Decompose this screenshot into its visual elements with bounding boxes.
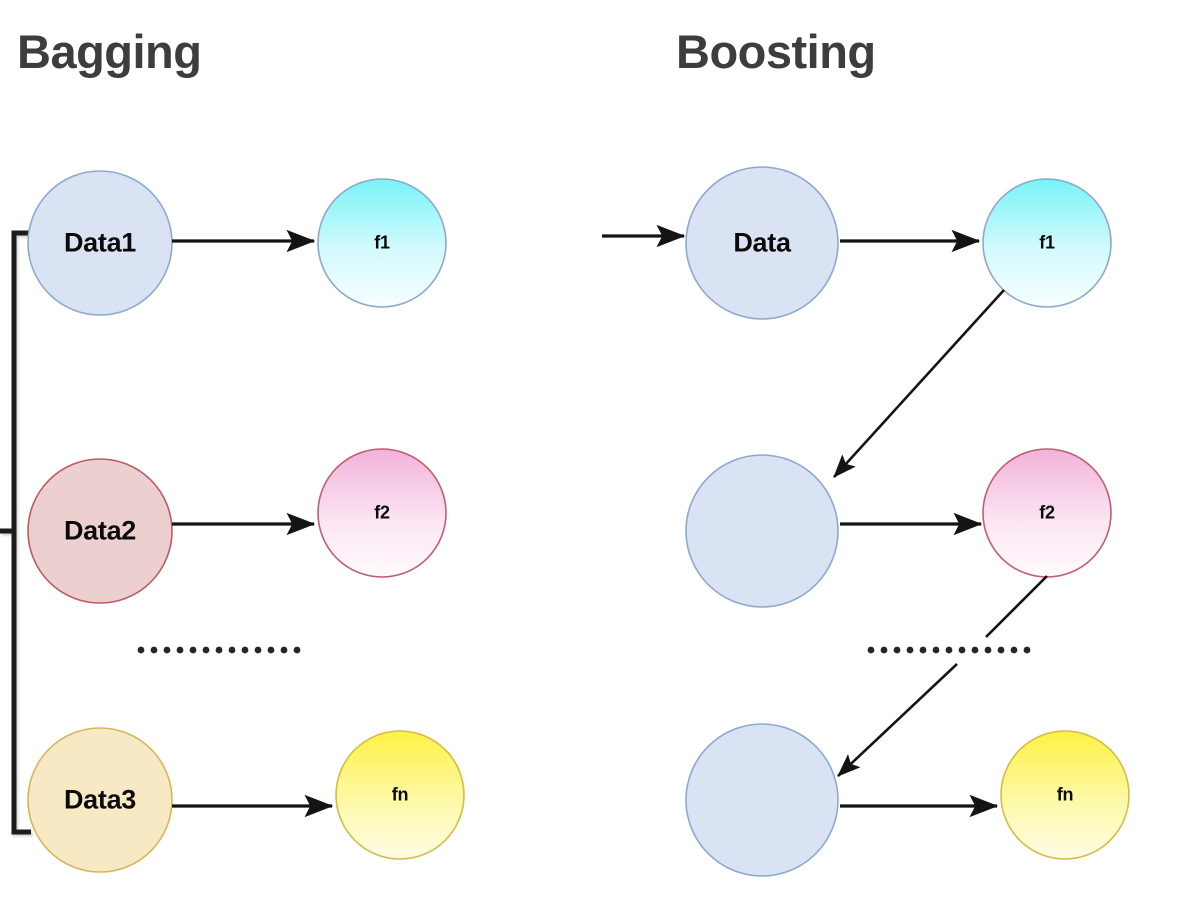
arrow-f2-to-data-stage-n-upper	[985, 575, 1048, 638]
node-f2-boosting[interactable]	[982, 448, 1112, 578]
panel-title-bagging: Bagging	[17, 25, 202, 78]
panel-title-boosting: Boosting	[676, 25, 876, 78]
node-data-stage2-boosting[interactable]	[685, 454, 839, 608]
node-f1-boosting[interactable]	[982, 178, 1112, 308]
arrow-f2-to-data-stage-n-lower	[837, 663, 958, 777]
node-data2[interactable]	[27, 458, 173, 604]
arrow-f1-to-data-stage2	[833, 289, 1005, 478]
node-data-stage-n-boosting[interactable]	[685, 723, 839, 877]
node-fn-bagging[interactable]	[335, 730, 465, 860]
node-f2-bagging[interactable]	[317, 448, 447, 578]
data-group-bracket	[0, 230, 31, 835]
vertical-ellipsis-bagging	[137, 646, 301, 654]
vertical-ellipsis-boosting	[867, 646, 1031, 654]
node-f1-bagging[interactable]	[317, 178, 447, 308]
node-data1[interactable]	[27, 170, 173, 316]
node-data3[interactable]	[27, 727, 173, 873]
node-fn-boosting[interactable]	[1000, 730, 1130, 860]
node-data-boosting[interactable]	[685, 166, 839, 320]
